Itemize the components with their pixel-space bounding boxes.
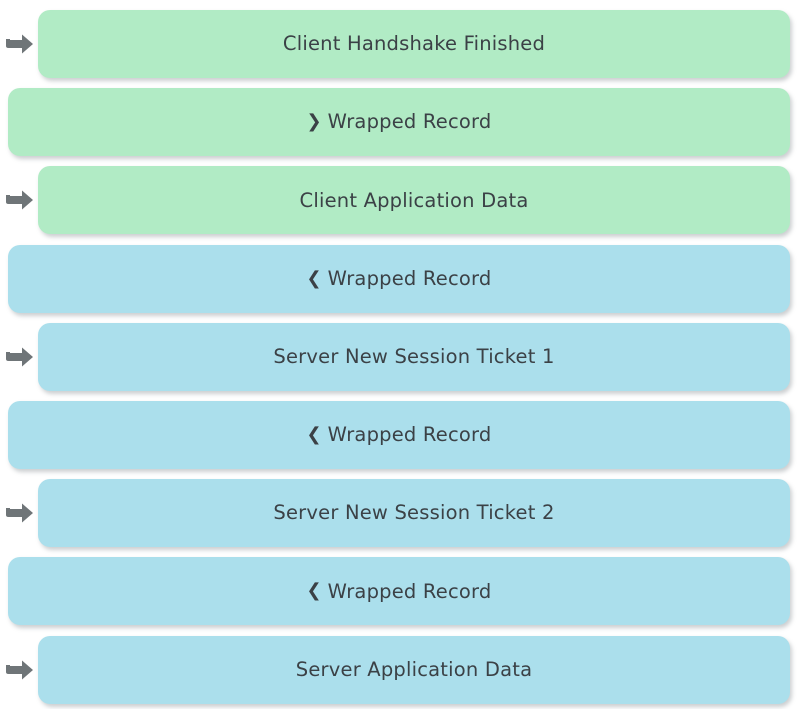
chevron-left-icon: ❮ [306, 424, 322, 445]
flow-bar-server[interactable]: ❮Wrapped Record [8, 557, 790, 626]
flow-row: Server New Session Ticket 2 [0, 474, 800, 552]
flow-bar-label: Wrapped Record [327, 110, 492, 134]
flow-bar-label: Wrapped Record [327, 423, 492, 447]
flow-bar-label: Server Application Data [295, 657, 533, 681]
arrow-slot [0, 83, 8, 161]
arrow-slot [0, 161, 38, 239]
flow-bar-server[interactable]: ❮Wrapped Record [8, 401, 790, 469]
arrow-slot [0, 552, 8, 630]
chevron-right-icon: ❯ [306, 111, 322, 133]
chevron-left-icon: ❮ [306, 580, 322, 602]
flow-bar-label: Wrapped Record [327, 266, 492, 290]
arrow-slot [0, 5, 38, 83]
flow-row: ❮Wrapped Record [0, 552, 800, 630]
flow-bar-label: Wrapped Record [327, 579, 492, 603]
flow-row: Client Handshake Finished [0, 5, 800, 83]
flow-bar-label: Client Application Data [299, 188, 529, 212]
flow-bar-label: Server New Session Ticket 1 [273, 345, 555, 369]
flow-row: ❯Wrapped Record [0, 83, 800, 161]
flow-row: ❮Wrapped Record [0, 240, 800, 318]
arrow-slot [0, 474, 38, 552]
flow-bar-label: Client Handshake Finished [282, 32, 546, 56]
arrow-right-icon [6, 503, 33, 523]
flow-bar-server[interactable]: Server New Session Ticket 1 [38, 322, 790, 391]
arrow-slot [0, 631, 38, 709]
flow-row: ❮Wrapped Record [0, 396, 800, 474]
arrow-right-icon [6, 660, 33, 680]
flow-row: Client Application Data [0, 161, 800, 239]
flow-bar-server[interactable]: Server Application Data [38, 635, 790, 704]
flow-bar-client[interactable]: ❯Wrapped Record [8, 88, 790, 157]
flow-row: Server New Session Ticket 1 [0, 318, 800, 396]
flow-bar-label: Server New Session Ticket 2 [273, 501, 555, 525]
arrow-slot [0, 396, 8, 474]
chevron-left-icon: ❮ [306, 267, 322, 289]
arrow-slot [0, 240, 8, 318]
arrow-right-icon [6, 190, 33, 210]
flow-row: Server Application Data [0, 631, 800, 709]
flow-bar-server[interactable]: ❮Wrapped Record [8, 244, 790, 313]
flow-bar-client[interactable]: Client Handshake Finished [38, 10, 790, 78]
flow-bar-client[interactable]: Client Application Data [38, 166, 790, 235]
arrow-right-icon [6, 34, 33, 54]
arrow-right-icon [6, 347, 33, 367]
arrow-slot [0, 318, 38, 396]
flow-bar-server[interactable]: Server New Session Ticket 2 [38, 479, 790, 548]
